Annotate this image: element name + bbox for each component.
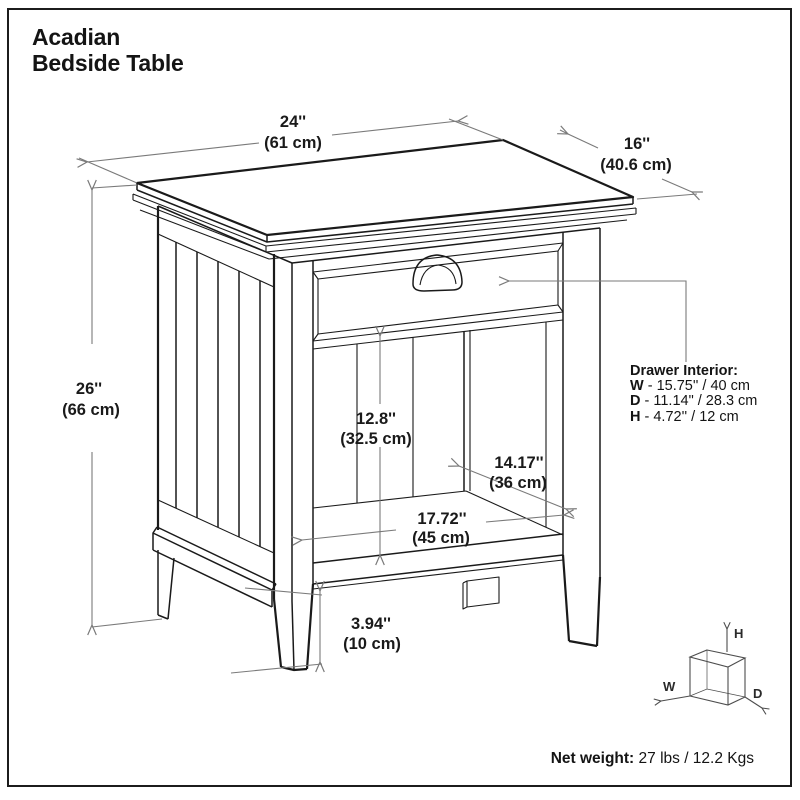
dim-shelf-width-inches: 17.72'' [417, 510, 466, 528]
front-left-leg-arris [291, 600, 295, 671]
dim-depth-inches: 16'' [624, 135, 650, 153]
product-title-line2: Bedside Table [32, 50, 184, 76]
dim-leg-inches: 3.94'' [351, 615, 391, 633]
dim-depth-cm: (40.6 cm) [600, 156, 672, 174]
shelf-front-edge [312, 533, 564, 564]
dim-shelf-depth-line [459, 466, 566, 509]
dim-shelf-width-line [302, 529, 397, 540]
dimension-lines [78, 118, 698, 674]
product-title-line1: Acadian [32, 24, 121, 50]
side-stretcher [152, 526, 277, 608]
product-title: Acadian Bedside Table [32, 24, 184, 76]
dim-shelf-width-cm: (45 cm) [412, 529, 470, 547]
dim-width-line2 [331, 121, 458, 136]
drawer-opening-frame [312, 242, 564, 342]
dim-height-extensions [91, 184, 163, 628]
net-weight-label: Net weight: [550, 750, 635, 767]
cube-depth-label: D [753, 686, 762, 701]
shelf-rail [312, 554, 564, 585]
drawer-interior-title: Drawer Interior: [630, 363, 738, 379]
cube-height-label: H [734, 626, 743, 641]
drawer-interior-height: H - 4.72'' / 12 cm [630, 408, 757, 425]
shelf-support-block [462, 576, 500, 610]
cube-hidden-edges [689, 650, 746, 698]
cube-wireframe [688, 649, 747, 706]
drawer-interior-depth-value: - 11.14" / 28.3 cm [640, 393, 758, 410]
dim-shelf-width-line2 [485, 515, 564, 523]
dim-depth-extensions [559, 129, 698, 200]
dim-height-cm: (66 cm) [62, 401, 120, 419]
front-right-post [562, 228, 601, 577]
cube-width-label: W [663, 679, 676, 694]
drawer-interior-depth-label: D [630, 393, 641, 410]
tabletop-top-face [135, 138, 635, 237]
front-right-leg [561, 554, 602, 648]
drawer-leader-line [509, 281, 687, 362]
dim-leg-extensions [230, 587, 323, 674]
drawer-interior-height-label: H [630, 408, 641, 425]
net-weight: Net weight: 27 lbs / 12.2 Kgs [0, 750, 754, 768]
dim-width-line [87, 142, 260, 162]
left-panel-slats [175, 242, 261, 547]
drawer-interior-height-value: - 4.72'' / 12 cm [640, 408, 739, 425]
case-top-edges [157, 205, 601, 264]
dimension-labels: 24'' (61 cm) 16'' (40.6 cm) 26'' (66 cm)… [62, 113, 672, 653]
drawer-front-panel [317, 250, 559, 335]
drawer-cup-handle [412, 254, 463, 292]
dim-shelf-depth-cm: (36 cm) [489, 474, 547, 492]
dim-opening-inches: 12.8'' [356, 410, 396, 428]
dim-depth-line [568, 134, 599, 149]
dim-shelf-depth-inches: 14.17'' [494, 454, 543, 472]
drawer-cup-handle-inner [419, 264, 457, 286]
cube-depth-axis [744, 696, 762, 708]
nightstand-line-art [132, 138, 637, 672]
front-left-post [291, 261, 314, 601]
left-panel-rails [157, 233, 275, 554]
dim-height-inches: 26'' [76, 380, 102, 398]
drawer-interior-note: Drawer Interior: W - 15.75'' / 40 cm D -… [630, 363, 757, 425]
drawer-interior-width-label: W [630, 378, 644, 395]
tabletop-edge [136, 183, 634, 243]
cavity-back-slats [356, 322, 547, 527]
drawer-interior-depth: D - 11.14" / 28.3 cm [630, 394, 757, 409]
page-border [7, 8, 792, 787]
shelf-rail-reveal [312, 559, 564, 590]
back-left-leg [157, 550, 175, 620]
cube-width-axis [661, 695, 691, 701]
drawer-interior-width-value: - 15.75'' / 40 cm [643, 378, 750, 395]
rail-below-drawer [312, 319, 564, 350]
dim-opening-cm: (32.5 cm) [340, 430, 412, 448]
dim-width-extensions [78, 118, 504, 184]
axis-cube-icon: H W D [661, 626, 762, 708]
dim-leg-cm: (10 cm) [343, 635, 401, 653]
dim-depth-line2 [661, 178, 692, 192]
dim-width-inches: 24'' [280, 113, 306, 131]
dim-width-cm: (61 cm) [264, 134, 322, 152]
net-weight-value: 27 lbs / 12.2 Kgs [638, 750, 754, 767]
left-panel-posts [156, 206, 276, 599]
drawer-interior-width: W - 15.75'' / 40 cm [630, 379, 757, 394]
